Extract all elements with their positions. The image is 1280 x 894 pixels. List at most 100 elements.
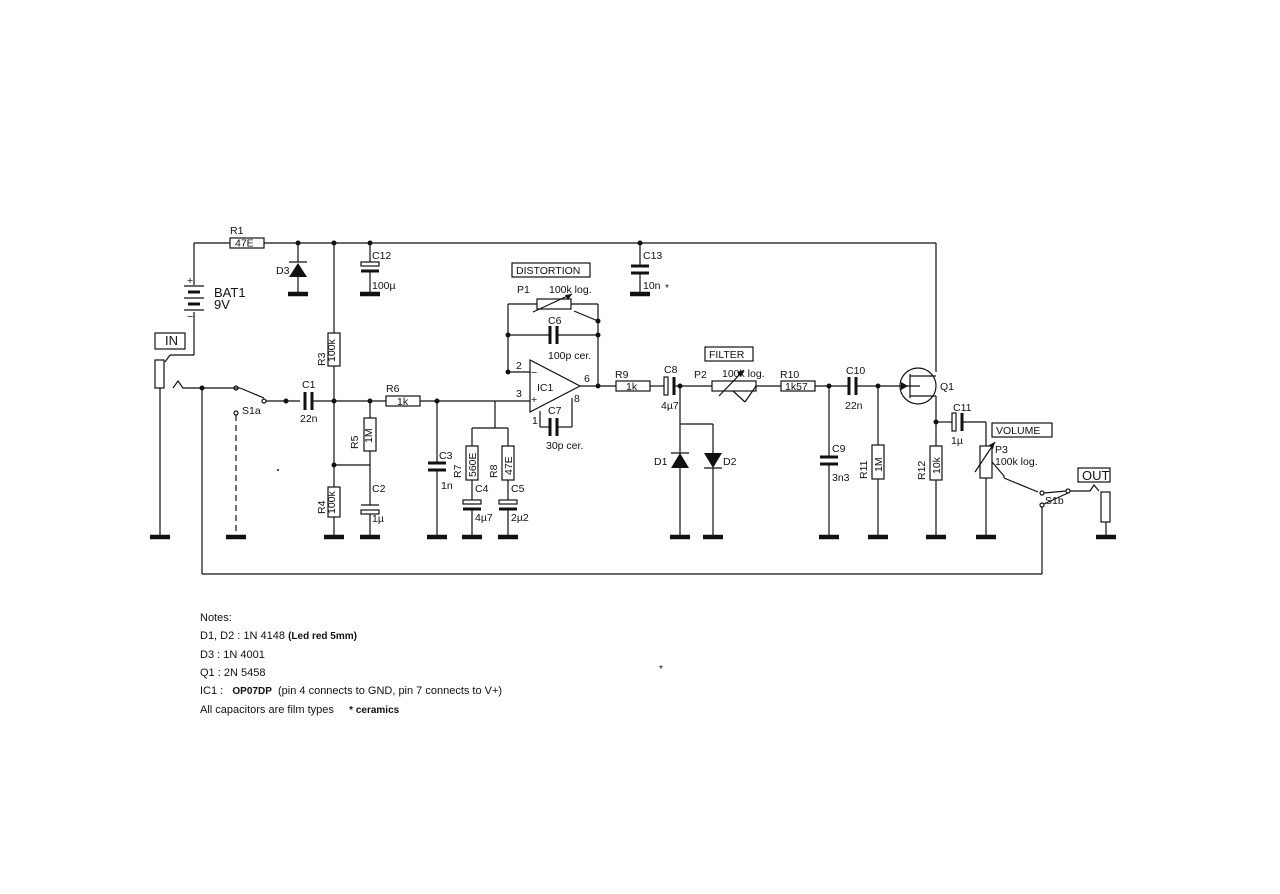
- notes-block: Notes: D1, D2 : 1N 4148 (Led red 5mm) D3…: [200, 609, 502, 720]
- transistor-q1: Q1: [899, 367, 954, 446]
- svg-text:R4: R4: [316, 500, 328, 514]
- svg-text:C8: C8: [664, 364, 678, 376]
- svg-text:3n3: 3n3: [832, 472, 850, 484]
- svg-text:22n: 22n: [845, 400, 863, 412]
- svg-text:C3: C3: [439, 450, 453, 462]
- gain-network: [471, 401, 509, 446]
- svg-text:10n: 10n: [643, 280, 661, 292]
- svg-text:10k: 10k: [931, 456, 943, 474]
- svg-text:D1: D1: [654, 456, 668, 468]
- svg-text:OUT: OUT: [1082, 468, 1110, 483]
- svg-text:22n: 22n: [300, 413, 318, 425]
- resistor-r10: R10 1k57: [780, 369, 848, 393]
- svg-text:100k log.: 100k log.: [722, 368, 765, 380]
- svg-text:1µ: 1µ: [951, 435, 963, 447]
- capacitor-c10: C10 22n: [845, 365, 920, 412]
- svg-text:FILTER: FILTER: [709, 349, 745, 361]
- svg-text:47E: 47E: [503, 456, 515, 475]
- svg-text:D2: D2: [723, 456, 737, 468]
- svg-text:100k log.: 100k log.: [995, 456, 1038, 468]
- svg-text:100µ: 100µ: [372, 280, 396, 292]
- svg-text:R8: R8: [488, 464, 500, 478]
- note-line-4: IC1 : OP07DP (pin 4 connects to GND, pin…: [200, 685, 503, 697]
- svg-text:C1: C1: [302, 379, 316, 391]
- opamp-ic1: IC1 − + 2 3 6 1 8: [495, 359, 601, 427]
- bypass-wire: [201, 388, 1042, 575]
- svg-text:*: *: [665, 282, 669, 294]
- svg-text:VOLUME: VOLUME: [996, 425, 1040, 437]
- svg-text:6: 6: [584, 373, 590, 385]
- svg-text:C6: C6: [548, 315, 562, 327]
- svg-text:1M: 1M: [873, 457, 885, 472]
- resistor-r7: 560E R7: [452, 445, 479, 500]
- svg-text:P2: P2: [694, 369, 707, 381]
- resistor-r5: 1M R5: [349, 398, 377, 505]
- svg-text:1M: 1M: [363, 428, 375, 443]
- supply-rail: [193, 242, 937, 372]
- svg-text:30p cer.: 30p cer.: [546, 440, 583, 452]
- capacitor-c9: C9 3n3: [819, 386, 850, 540]
- svg-text:BAT1: BAT1: [214, 285, 246, 300]
- resistor-r8: 47E R8: [488, 445, 515, 500]
- svg-text:9V: 9V: [214, 297, 230, 312]
- svg-text:8: 8: [574, 393, 580, 405]
- svg-text:1k57: 1k57: [785, 381, 808, 393]
- resistor-r12: 10k R12: [916, 445, 946, 540]
- svg-text:R11: R11: [858, 460, 870, 479]
- svg-text:P1: P1: [517, 284, 530, 296]
- capacitor-c1: C1 22n: [300, 379, 390, 425]
- clipping-diodes: [679, 386, 714, 453]
- svg-text:R3: R3: [316, 352, 328, 366]
- distortion-label: DISTORTION: [511, 262, 591, 278]
- stray-mark: [277, 469, 279, 471]
- potentiometer-p1: P1 100k log.: [508, 284, 599, 322]
- svg-text:R12: R12: [916, 461, 928, 480]
- svg-text:4µ7: 4µ7: [661, 400, 679, 412]
- svg-text:C13: C13: [643, 250, 662, 262]
- output-jack: OUT: [1077, 467, 1116, 540]
- svg-text:C10: C10: [846, 365, 865, 377]
- svg-text:C9: C9: [832, 443, 846, 455]
- svg-text:IC1: IC1: [537, 382, 554, 394]
- svg-text:C7: C7: [548, 405, 562, 417]
- svg-text:100k log.: 100k log.: [549, 284, 592, 296]
- svg-text:R10: R10: [780, 369, 799, 381]
- capacitor-c7: C7 30p cer.: [539, 398, 583, 452]
- capacitor-c2: C2 1µ: [360, 483, 386, 540]
- capacitor-c6: C6 100p cer.: [505, 304, 601, 386]
- resistor-r6: R6 1k: [385, 383, 495, 408]
- svg-text:−: −: [187, 311, 193, 323]
- svg-text:S1b: S1b: [1045, 495, 1064, 507]
- svg-text:+: +: [531, 394, 537, 406]
- svg-text:C12: C12: [372, 250, 391, 262]
- svg-text:R1: R1: [230, 225, 244, 237]
- svg-text:D3: D3: [276, 265, 290, 277]
- resistor-r1: R1 47E: [229, 225, 265, 250]
- svg-text:R5: R5: [349, 435, 361, 449]
- svg-text:C4: C4: [475, 483, 489, 495]
- capacitor-c13: C13 10n *: [630, 240, 669, 297]
- potentiometer-p2: P2 100k log.: [694, 368, 781, 403]
- volume-label: VOLUME: [991, 422, 1053, 438]
- bias-network: 100k R3 100k R4: [316, 240, 370, 540]
- battery-bat1: + − BAT1 9V: [164, 275, 246, 363]
- svg-text:Q1: Q1: [940, 381, 954, 393]
- svg-text:560E: 560E: [467, 452, 479, 477]
- svg-text:2: 2: [516, 360, 522, 372]
- svg-text:P3: P3: [995, 444, 1008, 456]
- svg-text:100k: 100k: [326, 338, 338, 362]
- svg-text:3: 3: [516, 388, 522, 400]
- svg-text:S1a: S1a: [242, 405, 261, 417]
- note-line-3: Q1 : 2N 5458: [200, 667, 266, 679]
- diode-d1: D1: [654, 452, 690, 540]
- note-line-2: D3 : 1N 4001: [200, 649, 265, 661]
- svg-text:C2: C2: [372, 483, 386, 495]
- svg-text:47E: 47E: [235, 238, 254, 250]
- svg-text:1: 1: [532, 415, 538, 427]
- svg-text:R6: R6: [386, 383, 400, 395]
- filter-label: FILTER: [704, 346, 754, 362]
- svg-text:−: −: [531, 367, 537, 379]
- potentiometer-p3: P3 100k log.: [974, 441, 1039, 540]
- svg-text:C11: C11: [953, 402, 972, 414]
